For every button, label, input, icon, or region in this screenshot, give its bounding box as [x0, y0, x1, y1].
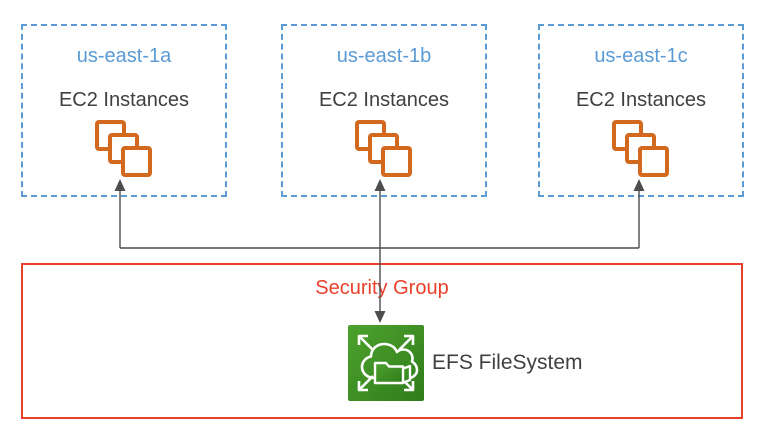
- ec2-square-front: [121, 146, 152, 177]
- ec2-instances-icon: [95, 120, 153, 178]
- efs-folder: [373, 361, 405, 385]
- efs-outward-arrows: [357, 334, 415, 392]
- ec2-instances-icon: [355, 120, 413, 178]
- efs-filesystem-icon: [348, 325, 424, 401]
- az-name-label: us-east-1a: [76, 45, 172, 67]
- ec2-instances-label: EC2 Instances: [318, 89, 450, 111]
- az-name-label: us-east-1c: [594, 45, 688, 67]
- availability-zone-box-us-east-1b: us-east-1b EC2 Instances: [281, 24, 487, 197]
- ec2-instances-icon: [612, 120, 670, 178]
- ec2-square-front: [381, 146, 412, 177]
- efs-cloud: [360, 342, 419, 380]
- efs-filesystem-label: EFS FileSystem: [432, 351, 583, 374]
- az-name-label: us-east-1b: [336, 45, 432, 67]
- availability-zone-box-us-east-1a: us-east-1a EC2 Instances: [21, 24, 227, 197]
- ec2-square-front: [638, 146, 669, 177]
- security-group-label: Security Group: [315, 277, 449, 299]
- availability-zone-box-us-east-1c: us-east-1c EC2 Instances: [538, 24, 744, 197]
- ec2-instances-label: EC2 Instances: [575, 89, 707, 111]
- security-group-box: Security Group EFS FileSystem: [21, 263, 743, 419]
- ec2-instances-label: EC2 Instances: [58, 89, 190, 111]
